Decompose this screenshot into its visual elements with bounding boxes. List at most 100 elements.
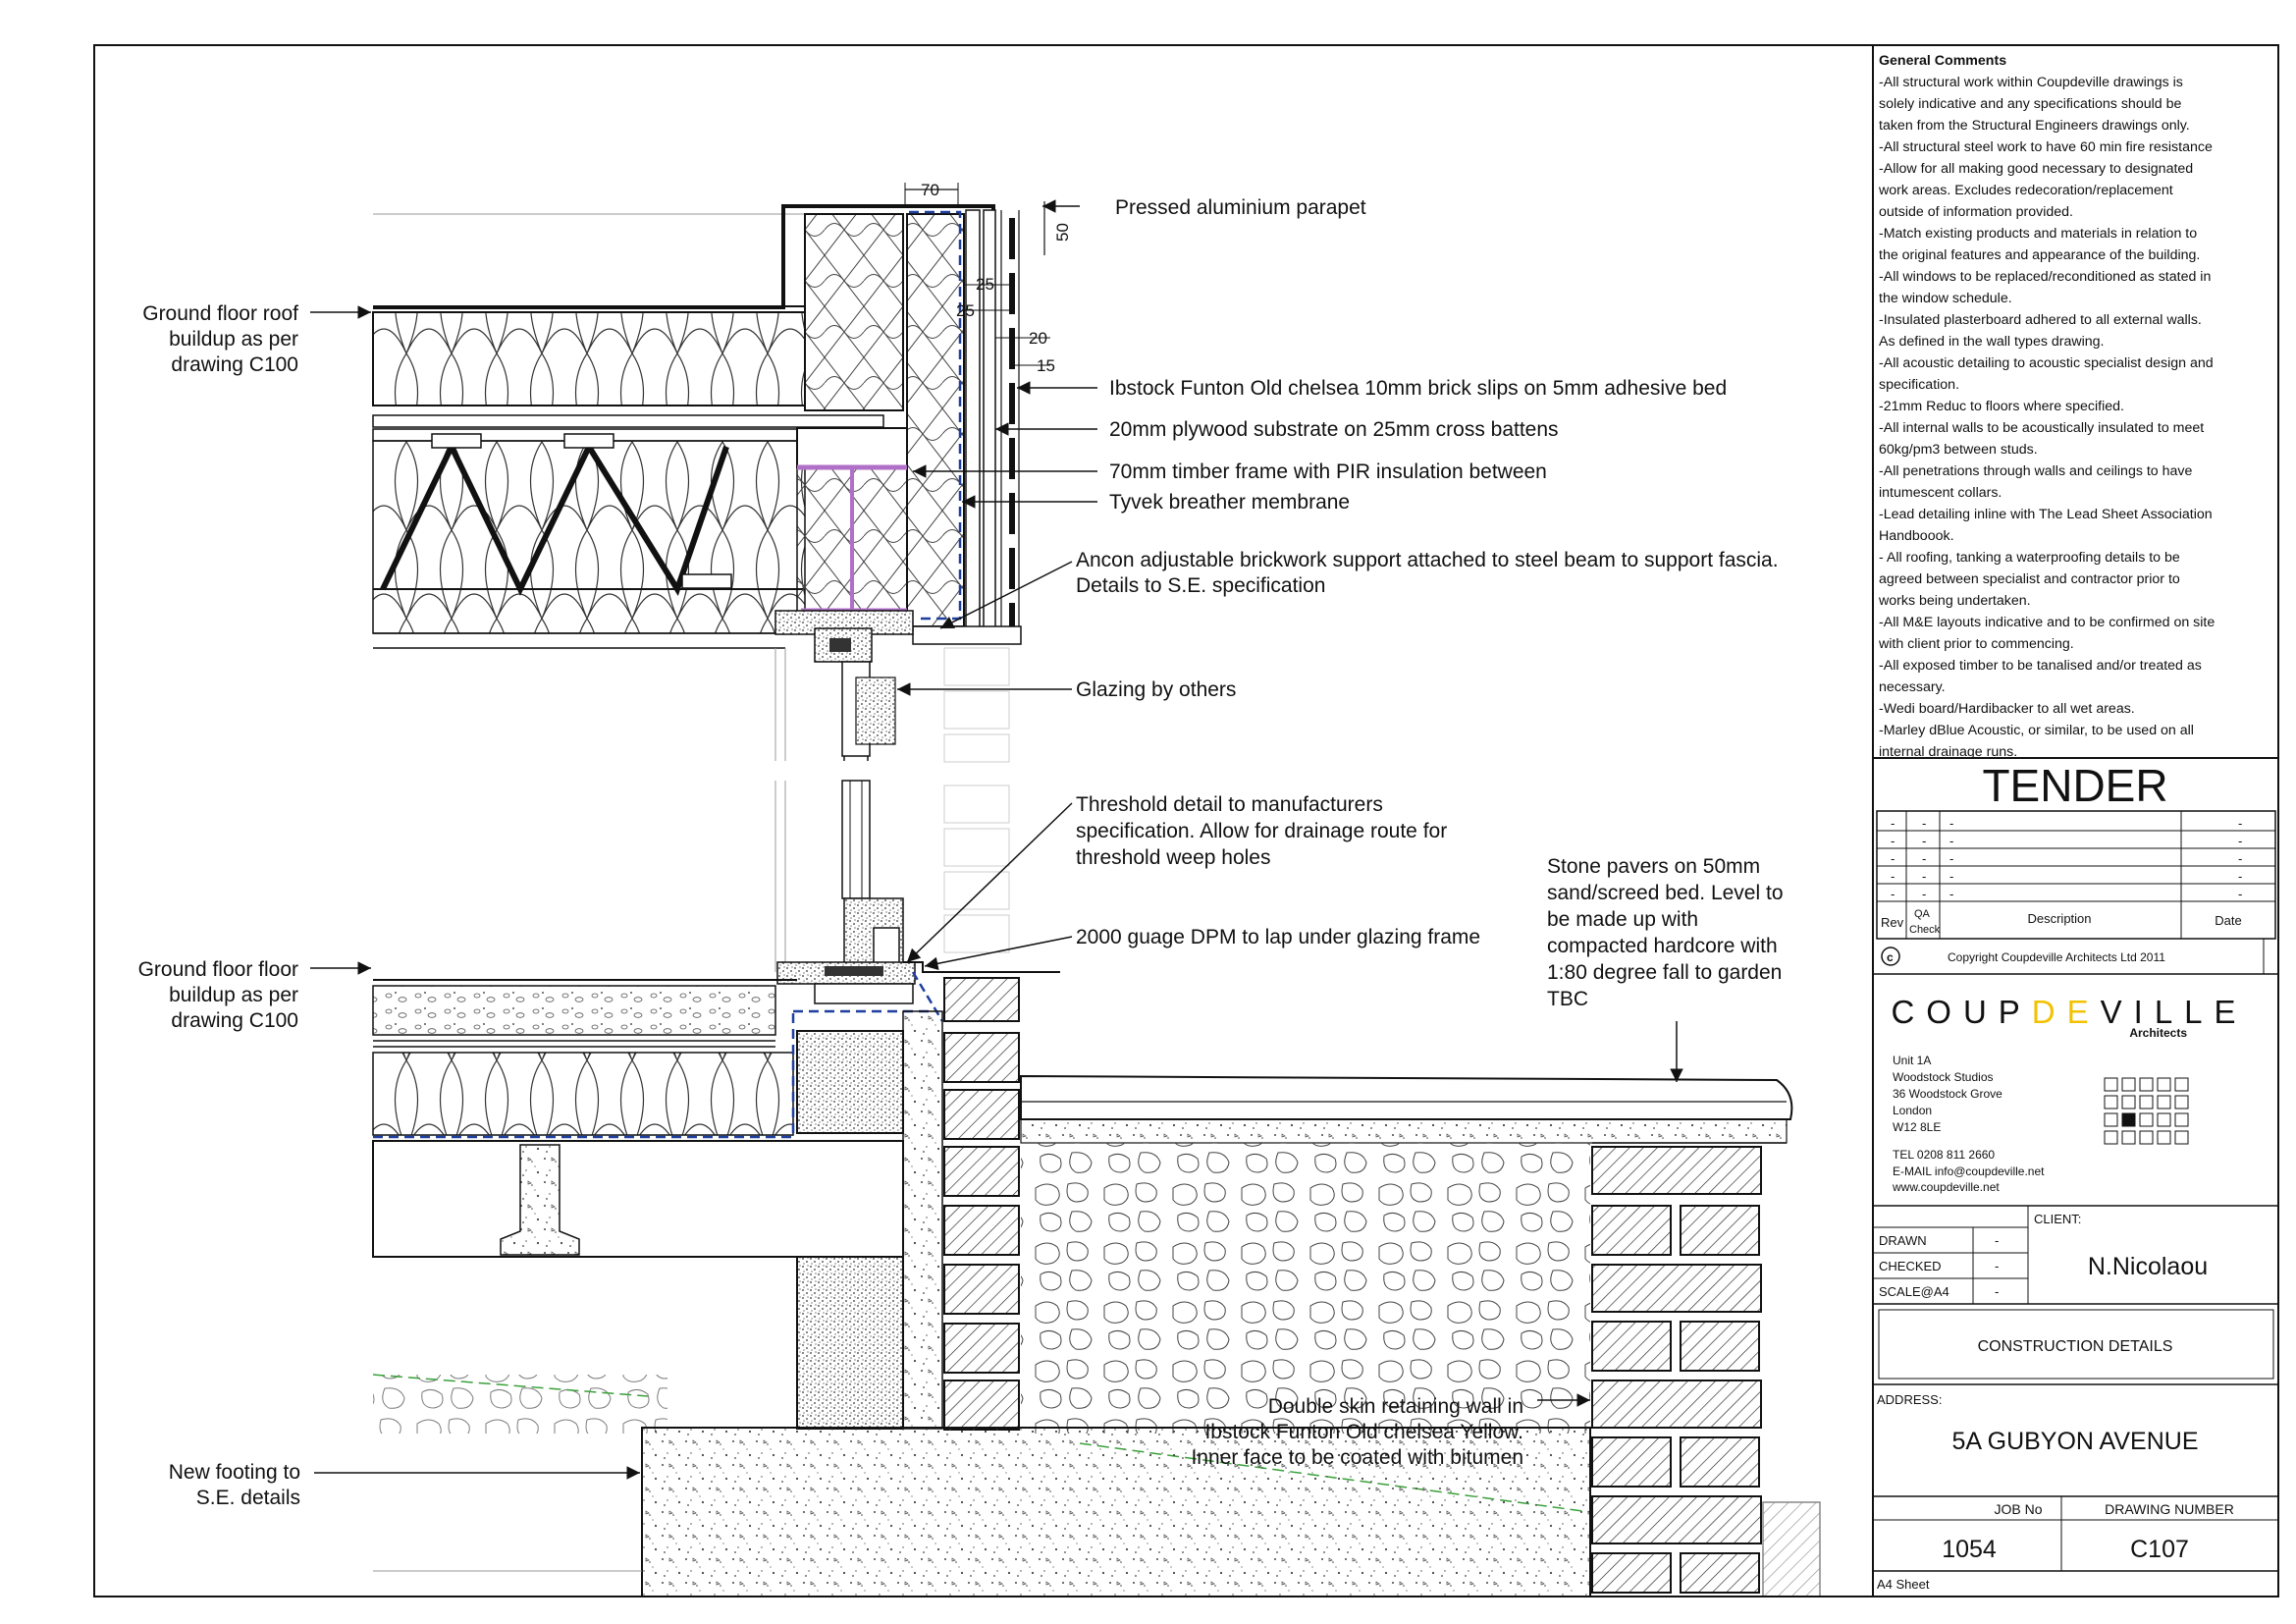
general-comment-line: As defined in the wall types drawing.: [1879, 334, 2105, 350]
revision-placeholder: -: [1949, 851, 1953, 866]
general-comment-line: taken from the Structural Engineers draw…: [1879, 118, 2190, 134]
general-comment-line: -Insulated plasterboard adhered to all e…: [1879, 312, 2202, 328]
revision-placeholder: -: [1949, 834, 1953, 848]
revision-placeholder: -: [1891, 869, 1895, 884]
svg-text:buildup as per: buildup as per: [169, 328, 298, 351]
drawing-number: C107: [2130, 1536, 2189, 1563]
general-comment-line: -Match existing products and materials i…: [1879, 226, 2197, 242]
general-comment-line: necessary.: [1879, 679, 1946, 695]
logo-grid-cell: [2139, 1130, 2154, 1145]
general-comment-line: outside of information provided.: [1879, 204, 2073, 220]
dim-25a: 25: [976, 275, 994, 294]
general-comment-line: internal drainage runs.: [1879, 744, 2017, 760]
copyright: © c Copyright Coupdeville Architects Ltd…: [1881, 947, 2165, 966]
svg-text:London: London: [1893, 1104, 1932, 1117]
revision-placeholder: -: [1922, 851, 1926, 866]
svg-text:c: c: [1887, 950, 1894, 964]
svg-text:DRAWN: DRAWN: [1879, 1233, 1927, 1248]
sheet-size: A4 Sheet: [1877, 1577, 1930, 1592]
general-comment-line: -All structural steel work to have 60 mi…: [1879, 139, 2213, 155]
revision-placeholder: -: [1922, 887, 1926, 901]
firm-logo: COUPDEVILLE Architects: [1891, 994, 2235, 1040]
client-label: CLIENT:: [2034, 1212, 2081, 1226]
drawing-info: DRAWN - CHECKED - SCALE@A4 - CLIENT: N.N…: [1873, 1206, 2278, 1305]
general-comments-title: General Comments: [1879, 53, 2006, 69]
general-comment-line: agreed between specialist and contractor…: [1879, 571, 2180, 587]
dim-15: 15: [1037, 356, 1055, 375]
svg-text:Ibstock Funton Old chelsea Yel: Ibstock Funton Old chelsea Yellow.: [1204, 1421, 1523, 1443]
general-comment-line: works being undertaken.: [1878, 593, 2031, 609]
general-comment-line: -All structural work within Coupdeville …: [1879, 75, 2183, 90]
floor-section: [372, 780, 1821, 1597]
svg-text:S.E. details: S.E. details: [196, 1487, 300, 1509]
svg-text:TEL 0208 811 2660: TEL 0208 811 2660: [1893, 1148, 1995, 1162]
job-block: JOB No DRAWING NUMBER 1054 C107 A4 Sheet: [1873, 1496, 2278, 1592]
firm-address: Unit 1A Woodstock Studios 36 Woodstock G…: [1892, 1054, 2045, 1194]
address-value: 5A GUBYON AVENUE: [1951, 1428, 2198, 1455]
logo-grid-cell: [2157, 1077, 2171, 1092]
general-comment-line: with client prior to commencing.: [1878, 636, 2074, 652]
label-threshold: Threshold detail to manufacturers specif…: [1076, 793, 1447, 869]
svg-text:Architects: Architects: [2129, 1026, 2187, 1040]
logo-grid-cell: [2121, 1077, 2136, 1092]
logo-grid-cell: [2157, 1112, 2171, 1127]
svg-text:Stone pavers on 50mm: Stone pavers on 50mm: [1547, 855, 1760, 878]
svg-text:Check: Check: [1909, 924, 1941, 936]
revision-placeholder: -: [2238, 851, 2242, 866]
address-label: ADDRESS:: [1877, 1392, 1942, 1407]
revision-placeholder: -: [1891, 816, 1895, 831]
general-comment-line: -21mm Reduc to floors where specified.: [1879, 399, 2124, 414]
logo-grid-cell: [2157, 1130, 2171, 1145]
general-comments: General Comments -All structural work wi…: [1878, 53, 2215, 760]
general-comment-line: -All internal walls to be acoustically i…: [1879, 420, 2204, 436]
svg-text:Copyright Coupdeville Architec: Copyright Coupdeville Architects Ltd 201…: [1948, 950, 2165, 964]
label-timber-frame: 70mm timber frame with PIR insulation be…: [1109, 460, 1547, 483]
svg-text:specification. Allow for drain: specification. Allow for drainage route …: [1076, 820, 1447, 842]
logo-grid-cell: [2139, 1077, 2154, 1092]
general-comment-line: -All exposed timber to be tanalised and/…: [1879, 658, 2202, 674]
svg-text:Unit 1A: Unit 1A: [1893, 1054, 1931, 1067]
label-dpm: 2000 guage DPM to lap under glazing fram…: [1076, 926, 1480, 948]
logo-grid-mark: [2104, 1077, 2189, 1145]
general-comment-line: -All penetrations through walls and ceil…: [1879, 463, 2193, 479]
dimension-marks: 70 50 25 25 20 15: [904, 181, 1072, 375]
logo-grid-cell: [2174, 1077, 2189, 1092]
general-comment-line: Handboook.: [1879, 528, 1954, 544]
general-comment-line: -All M&E layouts indicative and to be co…: [1879, 615, 2215, 630]
revision-placeholder: -: [1891, 887, 1895, 901]
svg-text:Inner face to be coated with b: Inner face to be coated with bitumen: [1191, 1446, 1523, 1469]
general-comment-line: the window schedule.: [1879, 291, 2012, 306]
revision-placeholder: -: [1891, 834, 1895, 848]
general-comment-line: intumescent collars.: [1879, 485, 2002, 501]
svg-text:drawing C100: drawing C100: [171, 1009, 298, 1032]
sheet-title: CONSTRUCTION DETAILS: [1978, 1338, 2173, 1355]
general-comment-line: - All roofing, tanking a waterproofing d…: [1879, 550, 2180, 566]
logo-grid-cell: [2121, 1112, 2136, 1127]
svg-text:Double skin retaining wall in: Double skin retaining wall in: [1268, 1395, 1523, 1418]
job-number: 1054: [1942, 1536, 1997, 1563]
label-glazing: Glazing by others: [1076, 678, 1236, 701]
svg-text:Date: Date: [2215, 913, 2241, 928]
revision-table: -------------------- Rev QA Check Descri…: [1876, 810, 2276, 940]
revision-placeholder: -: [1922, 834, 1926, 848]
revision-placeholder: -: [2238, 887, 2242, 901]
general-comment-line: -Lead detailing inline with The Lead She…: [1879, 507, 2213, 522]
dim-50: 50: [1053, 223, 1072, 242]
svg-text:Details to S.E. specification: Details to S.E. specification: [1076, 574, 1325, 597]
svg-text:buildup as per: buildup as per: [169, 984, 298, 1006]
logo-grid-cell: [2104, 1112, 2118, 1127]
leader-lines: [310, 199, 1683, 1480]
svg-text:DRAWING NUMBER: DRAWING NUMBER: [2105, 1501, 2234, 1517]
logo-grid-cell: [2174, 1130, 2189, 1145]
logo-grid-cell: [2104, 1077, 2118, 1092]
logo-accent: DE: [2032, 994, 2101, 1030]
svg-text:-: -: [1995, 1233, 1999, 1248]
label-plywood: 20mm plywood substrate on 25mm cross bat…: [1109, 418, 1559, 441]
svg-text:threshold weep holes: threshold weep holes: [1076, 846, 1270, 869]
dim-25b: 25: [956, 301, 975, 320]
label-parapet: Pressed aluminium parapet: [1115, 196, 1366, 219]
label-tyvek: Tyvek breather membrane: [1109, 491, 1350, 514]
logo-grid-cell: [2121, 1095, 2136, 1110]
svg-text:E-MAIL info@coupdeville.net: E-MAIL info@coupdeville.net: [1893, 1164, 2045, 1178]
logo-grid-cell: [2174, 1095, 2189, 1110]
